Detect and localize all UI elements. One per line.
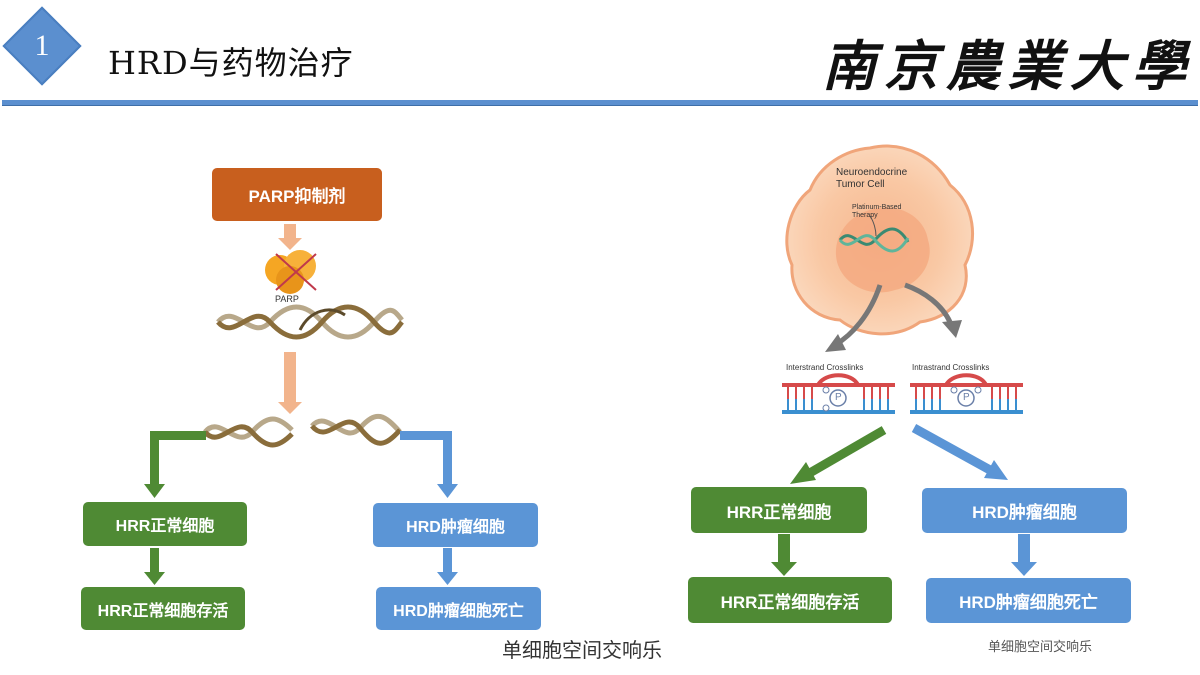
- platinum-symbol-inter: P: [835, 392, 842, 403]
- arrow-to-hrd-death-right: [1011, 534, 1037, 576]
- arrow-to-hrd-tumor-right: [911, 424, 1008, 480]
- arrow-to-hrd-tumor-left: [400, 431, 458, 498]
- hrr-normal-cell-box-left: HRR正常细胞: [83, 502, 247, 546]
- hrr-normal-cell-box-right: HRR正常细胞: [691, 487, 867, 533]
- arrow-to-hrd-death-left: [437, 548, 458, 585]
- interstrand-crosslink-dna-icon: [782, 373, 895, 414]
- university-logo: 南京農業大學: [822, 34, 1194, 98]
- platinum-symbol-intra: P: [963, 392, 970, 403]
- arrow-to-intrastrand: [904, 282, 962, 338]
- section-number: 1: [34, 29, 50, 62]
- intrastrand-label: Intrastrand Crosslinks: [912, 363, 990, 372]
- parp-inhibitor-box: PARP抑制剂: [212, 168, 382, 221]
- watermark-right: 单细胞空间交响乐: [988, 639, 1093, 654]
- intrastrand-crosslink-dna-icon: [910, 373, 1023, 414]
- hrd-tumor-cell-box-left: HRD肿瘤细胞: [373, 503, 538, 547]
- hrr-survive-box-right: HRR正常细胞存活: [688, 577, 892, 623]
- hrd-tumor-cell-box-right: HRD肿瘤细胞: [922, 488, 1127, 533]
- parp-label: PARP: [275, 294, 299, 304]
- watermark-left: 单细胞空间交响乐: [502, 638, 662, 662]
- hrd-death-box-left: HRD肿瘤细胞死亡: [376, 587, 541, 630]
- therapy-label-line1: Platinum-Based: [852, 204, 902, 211]
- tumor-cell-label-line1: Neuroendocrine: [836, 167, 908, 178]
- parp-protein-icon: [265, 250, 317, 294]
- page-title: HRD与药物治疗: [108, 44, 354, 82]
- hrd-death-box-right: HRD肿瘤细胞死亡: [926, 578, 1131, 623]
- interstrand-label: Interstrand Crosslinks: [786, 363, 864, 372]
- arrow-to-hrr-normal-left: [144, 431, 206, 498]
- hrr-survive-box-left: HRR正常细胞存活: [81, 587, 245, 630]
- arrow-inhibitor-to-parp: [278, 224, 302, 250]
- arrow-to-hrr-normal-right: [790, 426, 887, 484]
- therapy-label-line2: Therapy: [852, 212, 878, 219]
- header-divider: [2, 100, 1198, 106]
- arrow-to-interstrand: [825, 284, 883, 352]
- dna-helix-intact-icon: [216, 304, 404, 340]
- tumor-cell-label-line2: Tumor Cell: [836, 179, 885, 190]
- arrow-to-hrr-survive-left: [144, 548, 165, 585]
- dna-helix-broken-icon: [203, 414, 402, 448]
- neuroendocrine-tumor-cell-icon: [785, 144, 975, 336]
- arrow-dna-break: [278, 352, 302, 414]
- arrow-to-hrr-survive-right: [771, 534, 797, 576]
